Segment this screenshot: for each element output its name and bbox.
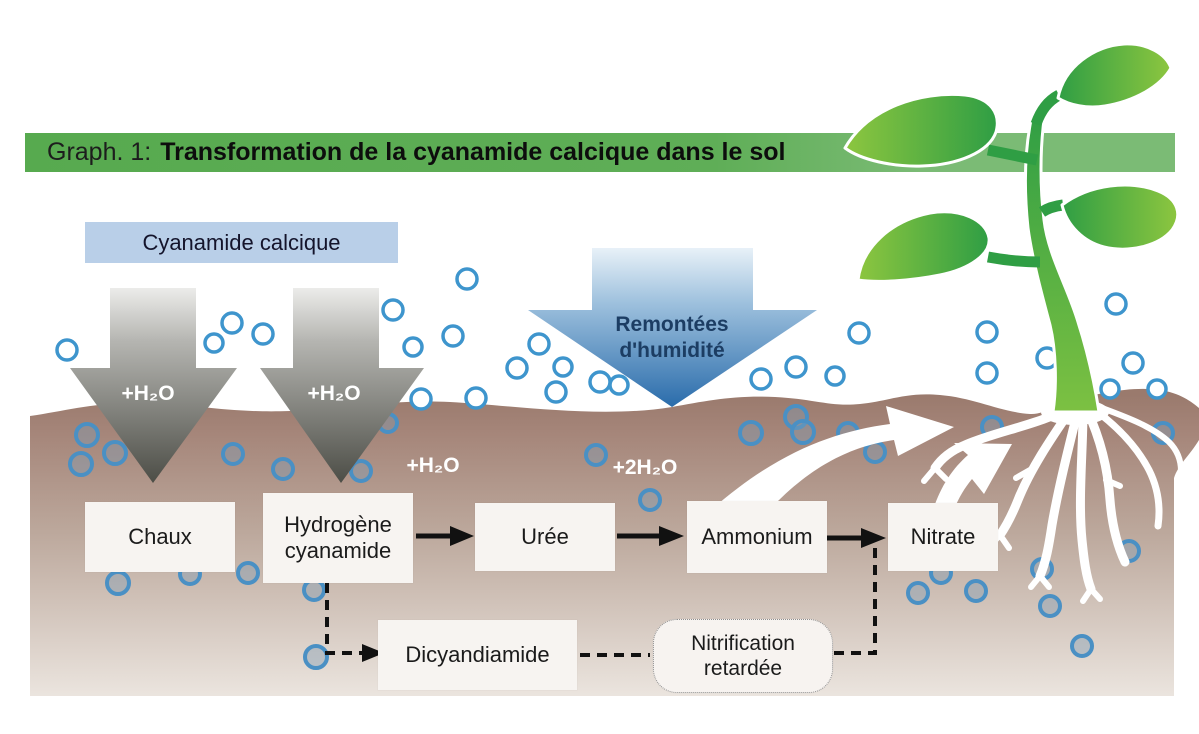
water-bubble xyxy=(975,320,999,344)
water-bubble xyxy=(441,324,465,348)
water-bubble xyxy=(455,267,479,291)
dashed-hydro-to-dicyan xyxy=(325,583,362,655)
header-bar: Graph. 1: Transformation de la cyanamide… xyxy=(25,133,1175,172)
page-title: Transformation de la cyanamide calcique … xyxy=(160,138,786,166)
water-bubble xyxy=(377,412,399,434)
water-bubble xyxy=(980,415,1004,439)
water-bubble xyxy=(1104,292,1128,316)
water-bubble xyxy=(638,488,662,512)
box-dicyan-label: Dicyandiamide xyxy=(405,642,550,667)
water-bubble xyxy=(349,459,373,483)
root-crown xyxy=(1041,399,1109,425)
water-bubble xyxy=(1151,421,1175,445)
petiole-top-right xyxy=(1030,90,1062,126)
water-bubble xyxy=(836,421,860,445)
leaf-low-left xyxy=(856,210,991,283)
water-bubble xyxy=(1035,346,1059,370)
water-bubble xyxy=(302,578,326,602)
water-bubble xyxy=(790,419,816,445)
h2o-label-right-arrow: +H₂O xyxy=(307,382,361,405)
water-bubble xyxy=(738,420,764,446)
water-bubble xyxy=(1030,557,1054,581)
box-nitrification-retardee: Nitrification retardée xyxy=(653,619,833,693)
box-nitrate-label: Nitrate xyxy=(910,524,976,549)
moisture-label-line2: d'humidité xyxy=(619,339,725,362)
box-uree-label: Urée xyxy=(521,524,569,549)
water-bubble xyxy=(1146,378,1168,400)
water-bubble xyxy=(220,311,244,335)
water-bubble xyxy=(906,581,930,605)
water-bubble xyxy=(409,387,433,411)
water-bubble xyxy=(1038,594,1062,618)
water-bubble xyxy=(68,451,94,477)
water-bubble xyxy=(749,367,773,391)
box-ammonium-label: Ammonium xyxy=(701,524,813,549)
water-bubble xyxy=(303,644,329,670)
box-chaux: Chaux xyxy=(85,502,235,572)
box-nitrif-line2: retardée xyxy=(703,657,783,680)
soil-bubbles xyxy=(68,404,1175,670)
water-bubble xyxy=(251,322,275,346)
h2o-label-uree: +H₂O xyxy=(406,454,460,477)
h2o-label-left-arrow: +H₂O xyxy=(121,382,175,405)
box-hydro-line1: Hydrogène xyxy=(284,512,392,537)
water-bubble xyxy=(236,561,260,585)
water-bubble xyxy=(824,365,846,387)
water-bubble xyxy=(505,356,529,380)
title-prefix: Graph. 1: xyxy=(47,138,152,166)
petiole-right xyxy=(1038,199,1064,217)
water-bubble xyxy=(221,442,245,466)
cyanamide-calcique-label: Cyanamide calcique xyxy=(85,222,398,263)
water-bubble xyxy=(588,370,612,394)
water-bubble xyxy=(381,298,405,322)
water-bubble xyxy=(1070,634,1094,658)
leaf-right xyxy=(1060,183,1180,251)
box-ammonium: Ammonium xyxy=(687,501,827,573)
water-bubble xyxy=(402,336,424,358)
water-bubble xyxy=(464,386,488,410)
water-bubble xyxy=(964,579,988,603)
water-bubble xyxy=(203,332,225,354)
box-hydrogene-cyanamide: Hydrogène cyanamide xyxy=(263,493,413,583)
water-bubble xyxy=(527,332,551,356)
water-bubble xyxy=(1117,539,1141,563)
box-nitrif-line1: Nitrification xyxy=(691,632,795,655)
box-chaux-label: Chaux xyxy=(128,524,192,549)
water-bubble xyxy=(1121,351,1145,375)
water-bubble xyxy=(102,440,128,466)
water-bubble xyxy=(847,321,871,345)
moisture-label: Remontées d'humidité xyxy=(560,312,784,364)
box-hydro-line2: cyanamide xyxy=(284,538,392,563)
petiole-left-low xyxy=(986,251,1041,268)
water-bubble xyxy=(271,457,295,481)
water-bubble xyxy=(105,570,131,596)
h2o-label-ammonium: +2H₂O xyxy=(612,456,678,479)
water-bubble xyxy=(74,422,100,448)
water-bubble xyxy=(1099,378,1121,400)
water-bubble xyxy=(544,380,568,404)
water-bubble xyxy=(55,338,79,362)
box-uree: Urée xyxy=(475,503,615,571)
dashed-nitrif-to-arrow xyxy=(834,544,877,655)
moisture-label-line1: Remontées xyxy=(615,313,729,336)
water-bubble xyxy=(784,355,808,379)
box-dicyandiamide: Dicyandiamide xyxy=(378,620,577,690)
leaf-top-right xyxy=(1056,42,1173,109)
water-bubble xyxy=(608,374,630,396)
water-bubble xyxy=(783,404,809,430)
water-bubble xyxy=(863,440,887,464)
box-nitrate: Nitrate xyxy=(888,503,998,571)
water-bubble xyxy=(975,361,999,385)
